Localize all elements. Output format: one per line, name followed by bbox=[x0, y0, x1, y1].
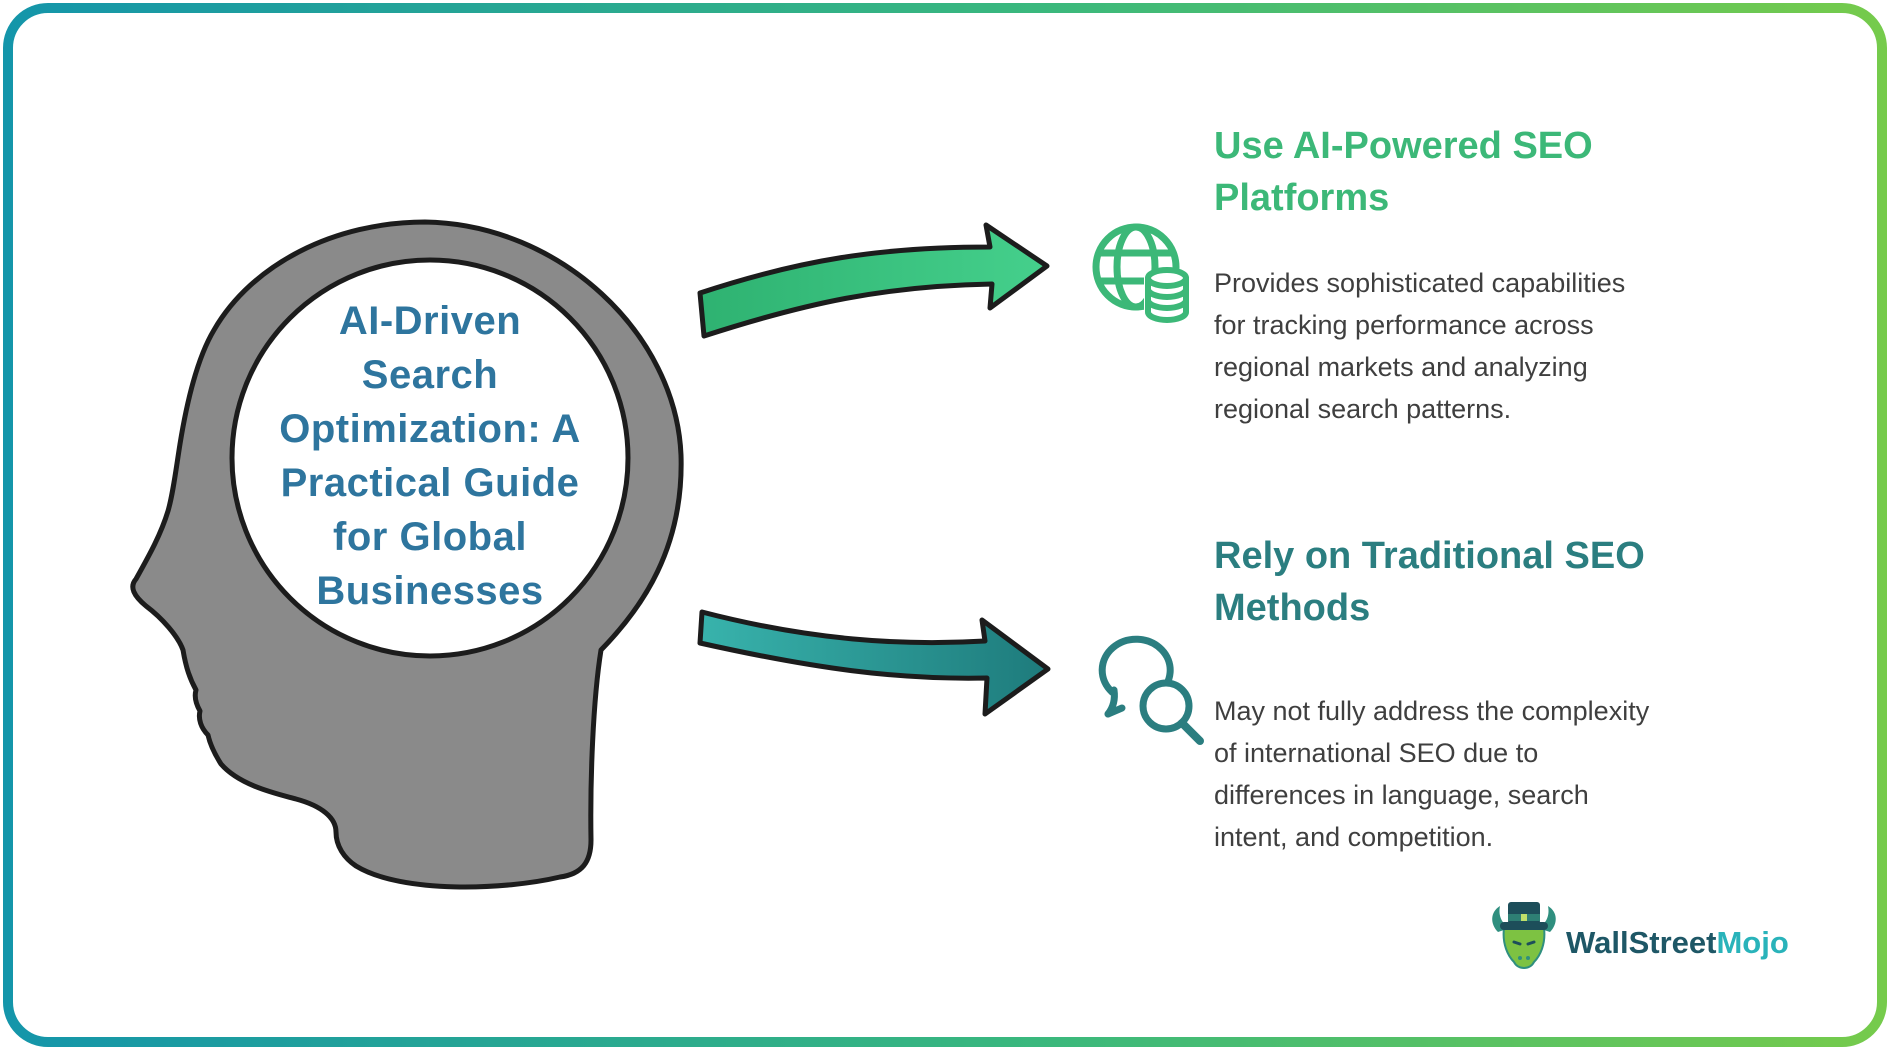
section-1-body: Provides sophisticated capabilities for … bbox=[1214, 262, 1774, 430]
title-line: Practical Guide bbox=[280, 461, 580, 505]
section-1-heading: Use AI-Powered SEO Platforms bbox=[1214, 120, 1684, 224]
brand-wordmark: WallStreetMojo bbox=[1566, 925, 1789, 961]
magnifier bbox=[1139, 679, 1204, 745]
title-line: for Global bbox=[333, 515, 527, 559]
database-cylinder bbox=[1144, 267, 1190, 323]
arrow-top bbox=[697, 222, 1050, 339]
body-line: May not fully address the complexity bbox=[1214, 696, 1650, 726]
arrow-bottom bbox=[697, 609, 1051, 717]
title-line: Optimization: A bbox=[279, 407, 581, 451]
title-line: Businesses bbox=[316, 569, 544, 613]
body-line: regional search patterns. bbox=[1214, 394, 1512, 424]
heading-line: Platforms bbox=[1214, 177, 1390, 219]
body-line: Provides sophisticated capabilities bbox=[1214, 268, 1626, 298]
head-silhouette bbox=[130, 219, 684, 890]
heading-line: Methods bbox=[1214, 587, 1371, 629]
body-line: intent, and competition. bbox=[1214, 822, 1494, 852]
body-line: regional markets and analyzing bbox=[1214, 352, 1588, 382]
brain-circle bbox=[229, 257, 631, 659]
chat-search-icon bbox=[1098, 635, 1204, 745]
section-2-heading: Rely on Traditional SEO Methods bbox=[1214, 530, 1684, 634]
body-line: for tracking performance across bbox=[1214, 310, 1594, 340]
body-line: differences in language, search bbox=[1214, 780, 1589, 810]
section-2-body: May not fully address the complexity of … bbox=[1214, 690, 1774, 858]
central-topic-title: AI-Driven Search Optimization: A Practic… bbox=[228, 294, 632, 618]
brand-primary-text: WallStreet bbox=[1566, 925, 1717, 960]
brand-secondary-text: Mojo bbox=[1716, 925, 1789, 960]
title-line: Search bbox=[361, 353, 499, 397]
globe-database-icon bbox=[1092, 223, 1190, 323]
gradient-border-frame bbox=[3, 3, 1887, 1047]
bull-with-top-hat-icon bbox=[1492, 902, 1556, 969]
heading-line: Use AI-Powered SEO bbox=[1214, 125, 1593, 167]
title-line: AI-Driven bbox=[338, 299, 522, 343]
heading-line: Rely on Traditional SEO bbox=[1214, 535, 1645, 577]
body-line: of international SEO due to bbox=[1214, 738, 1539, 768]
